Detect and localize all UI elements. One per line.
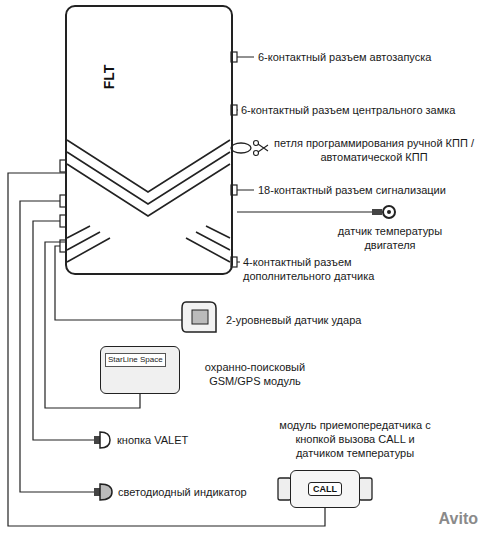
sensor-label: 2-уровневый датчик удара xyxy=(226,313,446,327)
gsm-module: StarLine Space xyxy=(100,346,180,394)
module-label: модуль приемопередатчика с кнопкой вызов… xyxy=(275,418,435,460)
device-brand: StarLine Space xyxy=(105,353,166,367)
valet-button xyxy=(94,432,110,448)
connector-label: 4-контактный разъем дополнительного датч… xyxy=(243,255,393,283)
connector-label: 6-контактный разъем центрального замка xyxy=(241,103,481,117)
led-indicator xyxy=(94,484,112,500)
transceiver-module: CALL xyxy=(290,470,360,508)
indicator-label: светодиодный индикатор xyxy=(118,485,318,499)
connector-label: 6-контактный разъем автозапуска xyxy=(258,50,480,64)
peripheral-wires xyxy=(20,201,183,492)
chevrons xyxy=(67,140,230,262)
sensor-label: датчик температуры двигателя xyxy=(330,224,450,252)
call-button: CALL xyxy=(308,482,342,496)
scissors-symbol xyxy=(254,141,269,156)
wire xyxy=(8,173,325,526)
shock-sensor xyxy=(182,302,216,332)
engine-temperature-sensor xyxy=(237,206,395,218)
main-unit: FLT xyxy=(65,5,233,275)
programming-loop xyxy=(231,143,251,153)
watermark: Avito xyxy=(402,512,478,526)
brand-label: FLT xyxy=(101,65,117,90)
connector-label: 18-контактный разъем сигнализации xyxy=(258,183,480,197)
leader-lines xyxy=(237,57,254,262)
button-label: кнопка VALET xyxy=(117,433,277,447)
module-label: охранно-поисковый GSM/GPS модуль xyxy=(190,360,320,388)
loop-label: петля программирования ручной КПП / авто… xyxy=(270,136,478,164)
connector-sockets xyxy=(60,52,237,267)
